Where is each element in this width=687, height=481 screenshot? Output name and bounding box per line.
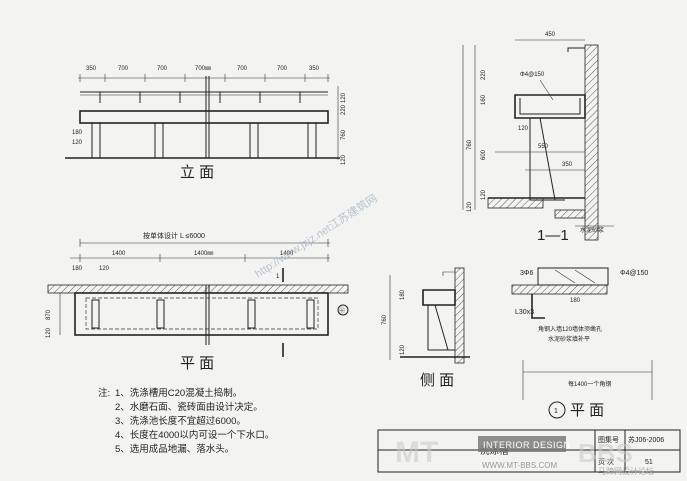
plan-dim-2: 1400㎜ xyxy=(194,251,213,257)
elev-ldim-2: 120 xyxy=(72,140,83,146)
plan-dim-1: 1400 xyxy=(112,251,126,257)
elevation-title: 立 面 xyxy=(180,164,214,181)
note-item-3: 3、洗涤池长度不宜超过6000。 xyxy=(115,415,246,427)
detail-angle-label: L30x3 xyxy=(515,309,534,316)
sec-vdim-6: 120 xyxy=(467,201,473,212)
plan-design-note: 按单体设计 L ≤6000 xyxy=(143,231,205,240)
watermark-badge: INTERIOR DESIGN xyxy=(483,440,571,450)
watermark-diagonal: http://www.jzjz.net江苏建筑网 xyxy=(252,191,380,281)
side-view: 180 760 120 侧 面 xyxy=(382,267,470,389)
watermark-forum: 马蹄网设计论坛 xyxy=(598,466,654,476)
sec-vdim-2: 160 xyxy=(481,94,487,105)
detail-bar-label: 3Φ6 xyxy=(520,270,533,277)
atlas-label: 图集号 xyxy=(598,435,619,444)
page-label: 页 次 xyxy=(598,457,614,466)
detail-title: 平 面 xyxy=(570,402,604,419)
side-vdim-1: 180 xyxy=(400,289,406,300)
detail-dim-180: 180 xyxy=(570,298,581,304)
detail-note-1: 角钢入墙120墙体须凿孔 xyxy=(538,325,602,333)
elev-dim-5: 700 xyxy=(237,66,248,72)
plan-cut-mark: 1 xyxy=(276,274,280,280)
sec-vdim-1: 220 xyxy=(481,69,487,80)
side-vdim-3: 120 xyxy=(400,344,406,355)
plan-sdim-2: 120 xyxy=(46,327,52,338)
elev-dim-2: 700 xyxy=(118,66,129,72)
watermark-site: WWW.MT-BBS.COM xyxy=(482,461,557,470)
notes-block: 注: 1、洗涤槽用C20混凝土捣制。 2、水磨石面、瓷砖面由设计决定。 3、洗涤… xyxy=(98,387,274,455)
section-1-1-title: 1—1 xyxy=(537,227,569,244)
elev-dim-7: 350 xyxy=(309,66,320,72)
elev-rdim-2: 220 xyxy=(341,104,347,115)
section-1-1-view: 450 Φ4@150 550 350 120 220 160 600 760 1… xyxy=(462,32,614,244)
note-item-2: 2、水磨石面、瓷砖面由设计决定。 xyxy=(115,401,263,413)
sec-vdim-5: 120 xyxy=(481,189,487,200)
elevation-view: 350 700 700 700㎜ 700 700 350 120 220 760… xyxy=(65,66,347,181)
detail-spacing-note: 每1400一个角钢 xyxy=(568,380,611,388)
notes-heading: 注: xyxy=(98,387,110,399)
elev-dim-3: 700 xyxy=(157,66,168,72)
side-title: 侧 面 xyxy=(420,372,454,389)
sec-mortar-label: 水泥砂浆 xyxy=(580,226,604,234)
detail-note-2: 水泥砂浆填补平 xyxy=(548,335,590,343)
elev-rdim-3: 760 xyxy=(341,129,347,140)
plan-ldim-2: 120 xyxy=(99,266,110,272)
elev-rdim-4: 120 xyxy=(341,154,347,165)
detail-rebar-label: Φ4@150 xyxy=(620,270,648,277)
detail-1-view: 3Φ6 Φ4@150 L30x3 180 角钢入墙120墙体须凿孔 水泥砂浆填补… xyxy=(511,267,653,419)
plan-title: 平 面 xyxy=(180,355,214,372)
side-vdim-2: 760 xyxy=(382,314,388,325)
sec-hdim-2: 350 xyxy=(562,162,573,168)
sec-rebar-label: Φ4@150 xyxy=(520,72,545,78)
plan-ldim-1: 180 xyxy=(72,266,83,272)
elev-dim-4: 700㎜ xyxy=(195,66,211,72)
note-item-5: 5、选用成品地漏、落水头。 xyxy=(115,443,234,455)
elev-dim-1: 350 xyxy=(86,66,97,72)
plan-sdim-1: 870 xyxy=(46,309,52,320)
sec-vdim-4: 760 xyxy=(467,139,473,150)
sec-vdim-3: 600 xyxy=(481,149,487,160)
elev-dim-6: 700 xyxy=(277,66,288,72)
watermark-logo-left: MT xyxy=(395,436,438,469)
detail-number: 1 xyxy=(554,408,558,415)
sec-inner-dim: 120 xyxy=(518,126,529,132)
note-item-4: 4、长度在4000以内可设一个下水口。 xyxy=(115,429,274,441)
plan-axis-mark: ㊉ xyxy=(339,307,345,315)
atlas-number: 苏J06-2006 xyxy=(628,435,664,444)
plan-view: 按单体设计 L ≤6000 1400 1400㎜ 1400 180 120 1 … xyxy=(46,231,349,372)
note-item-1: 1、洗涤槽用C20混凝土捣制。 xyxy=(115,387,242,399)
plan-dim-3: 1400 xyxy=(280,251,294,257)
elev-ldim-1: 180 xyxy=(72,130,83,136)
elev-rdim-1: 120 xyxy=(341,92,347,103)
page-number: 51 xyxy=(645,459,653,466)
sec-top-dim: 450 xyxy=(545,32,556,38)
sec-hdim-1: 550 xyxy=(538,144,549,150)
watermark-logo-right: BBS xyxy=(578,438,633,468)
